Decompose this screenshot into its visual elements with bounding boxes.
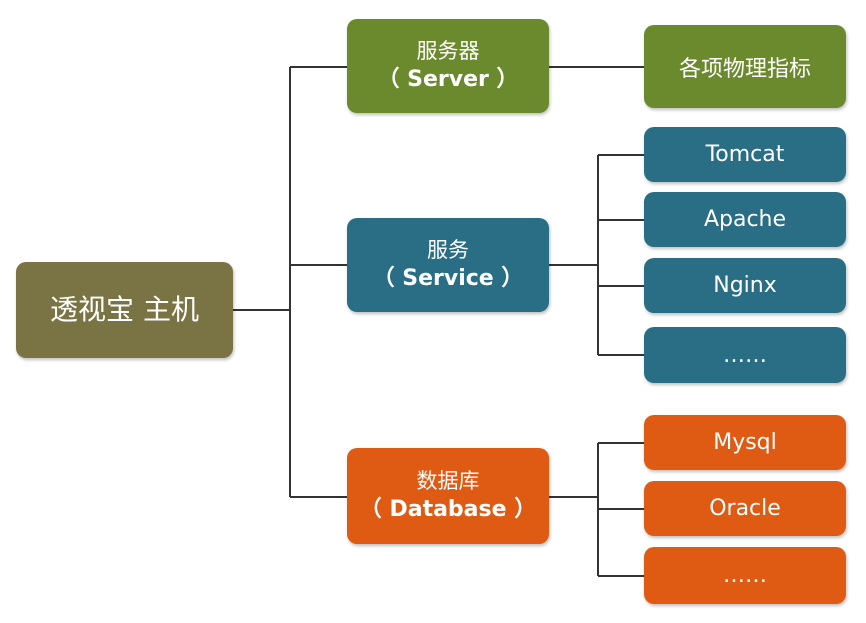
leaf-label: Apache [703,207,787,232]
leaf-label: Tomcat [705,142,785,167]
leaf-apache: Apache [644,192,846,247]
database-subtitle: （ Database ） [359,497,537,522]
leaf-label: Oracle [709,496,781,521]
leaf-tomcat: Tomcat [644,127,846,182]
leaf-label: …… [723,563,767,588]
leaf-service-more: …… [644,327,846,383]
leaf-physical-metrics: 各项物理指标 [644,25,846,108]
database-node: 数据库 （ Database ） [347,448,549,544]
service-node: 服务 （ Service ） [347,218,549,312]
server-node: 服务器 （ Server ） [347,19,549,113]
leaf-label: Nginx [713,273,777,298]
leaf-label: Mysql [713,430,777,455]
leaf-mysql: Mysql [644,415,846,470]
leaf-database-more: …… [644,547,846,604]
leaf-label: 各项物理指标 [678,56,811,82]
leaf-oracle: Oracle [644,481,846,536]
service-subtitle: （ Service ） [372,266,524,291]
server-title: 服务器 [416,39,480,63]
server-subtitle: （ Server ） [377,67,519,92]
root-label: 透视宝 主机 [50,293,199,326]
database-title: 数据库 [416,469,480,493]
service-title: 服务 [427,238,469,262]
root-node: 透视宝 主机 [16,262,233,358]
leaf-nginx: Nginx [644,258,846,313]
leaf-label: …… [723,342,767,368]
